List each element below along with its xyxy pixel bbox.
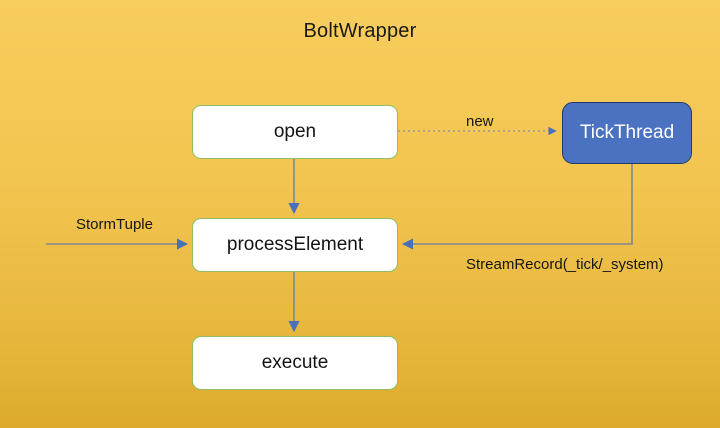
edge-label-storm-tuple: StormTuple [76,216,153,233]
node-execute[interactable]: execute [192,336,398,390]
node-process-element-label: processElement [226,234,364,255]
node-open[interactable]: open [192,105,398,159]
diagram-title: BoltWrapper [303,20,417,42]
node-tick-thread-label: TickThread [579,122,675,143]
edge-label-stream-record: StreamRecord(_tick/_system) [466,256,664,273]
node-process-element[interactable]: processElement [192,218,398,272]
node-open-label: open [273,121,317,142]
node-execute-label: execute [261,352,329,373]
node-tick-thread[interactable]: TickThread [562,102,692,164]
edge-tickthread-to-process [401,164,633,250]
edge-label-new: new [466,113,494,130]
